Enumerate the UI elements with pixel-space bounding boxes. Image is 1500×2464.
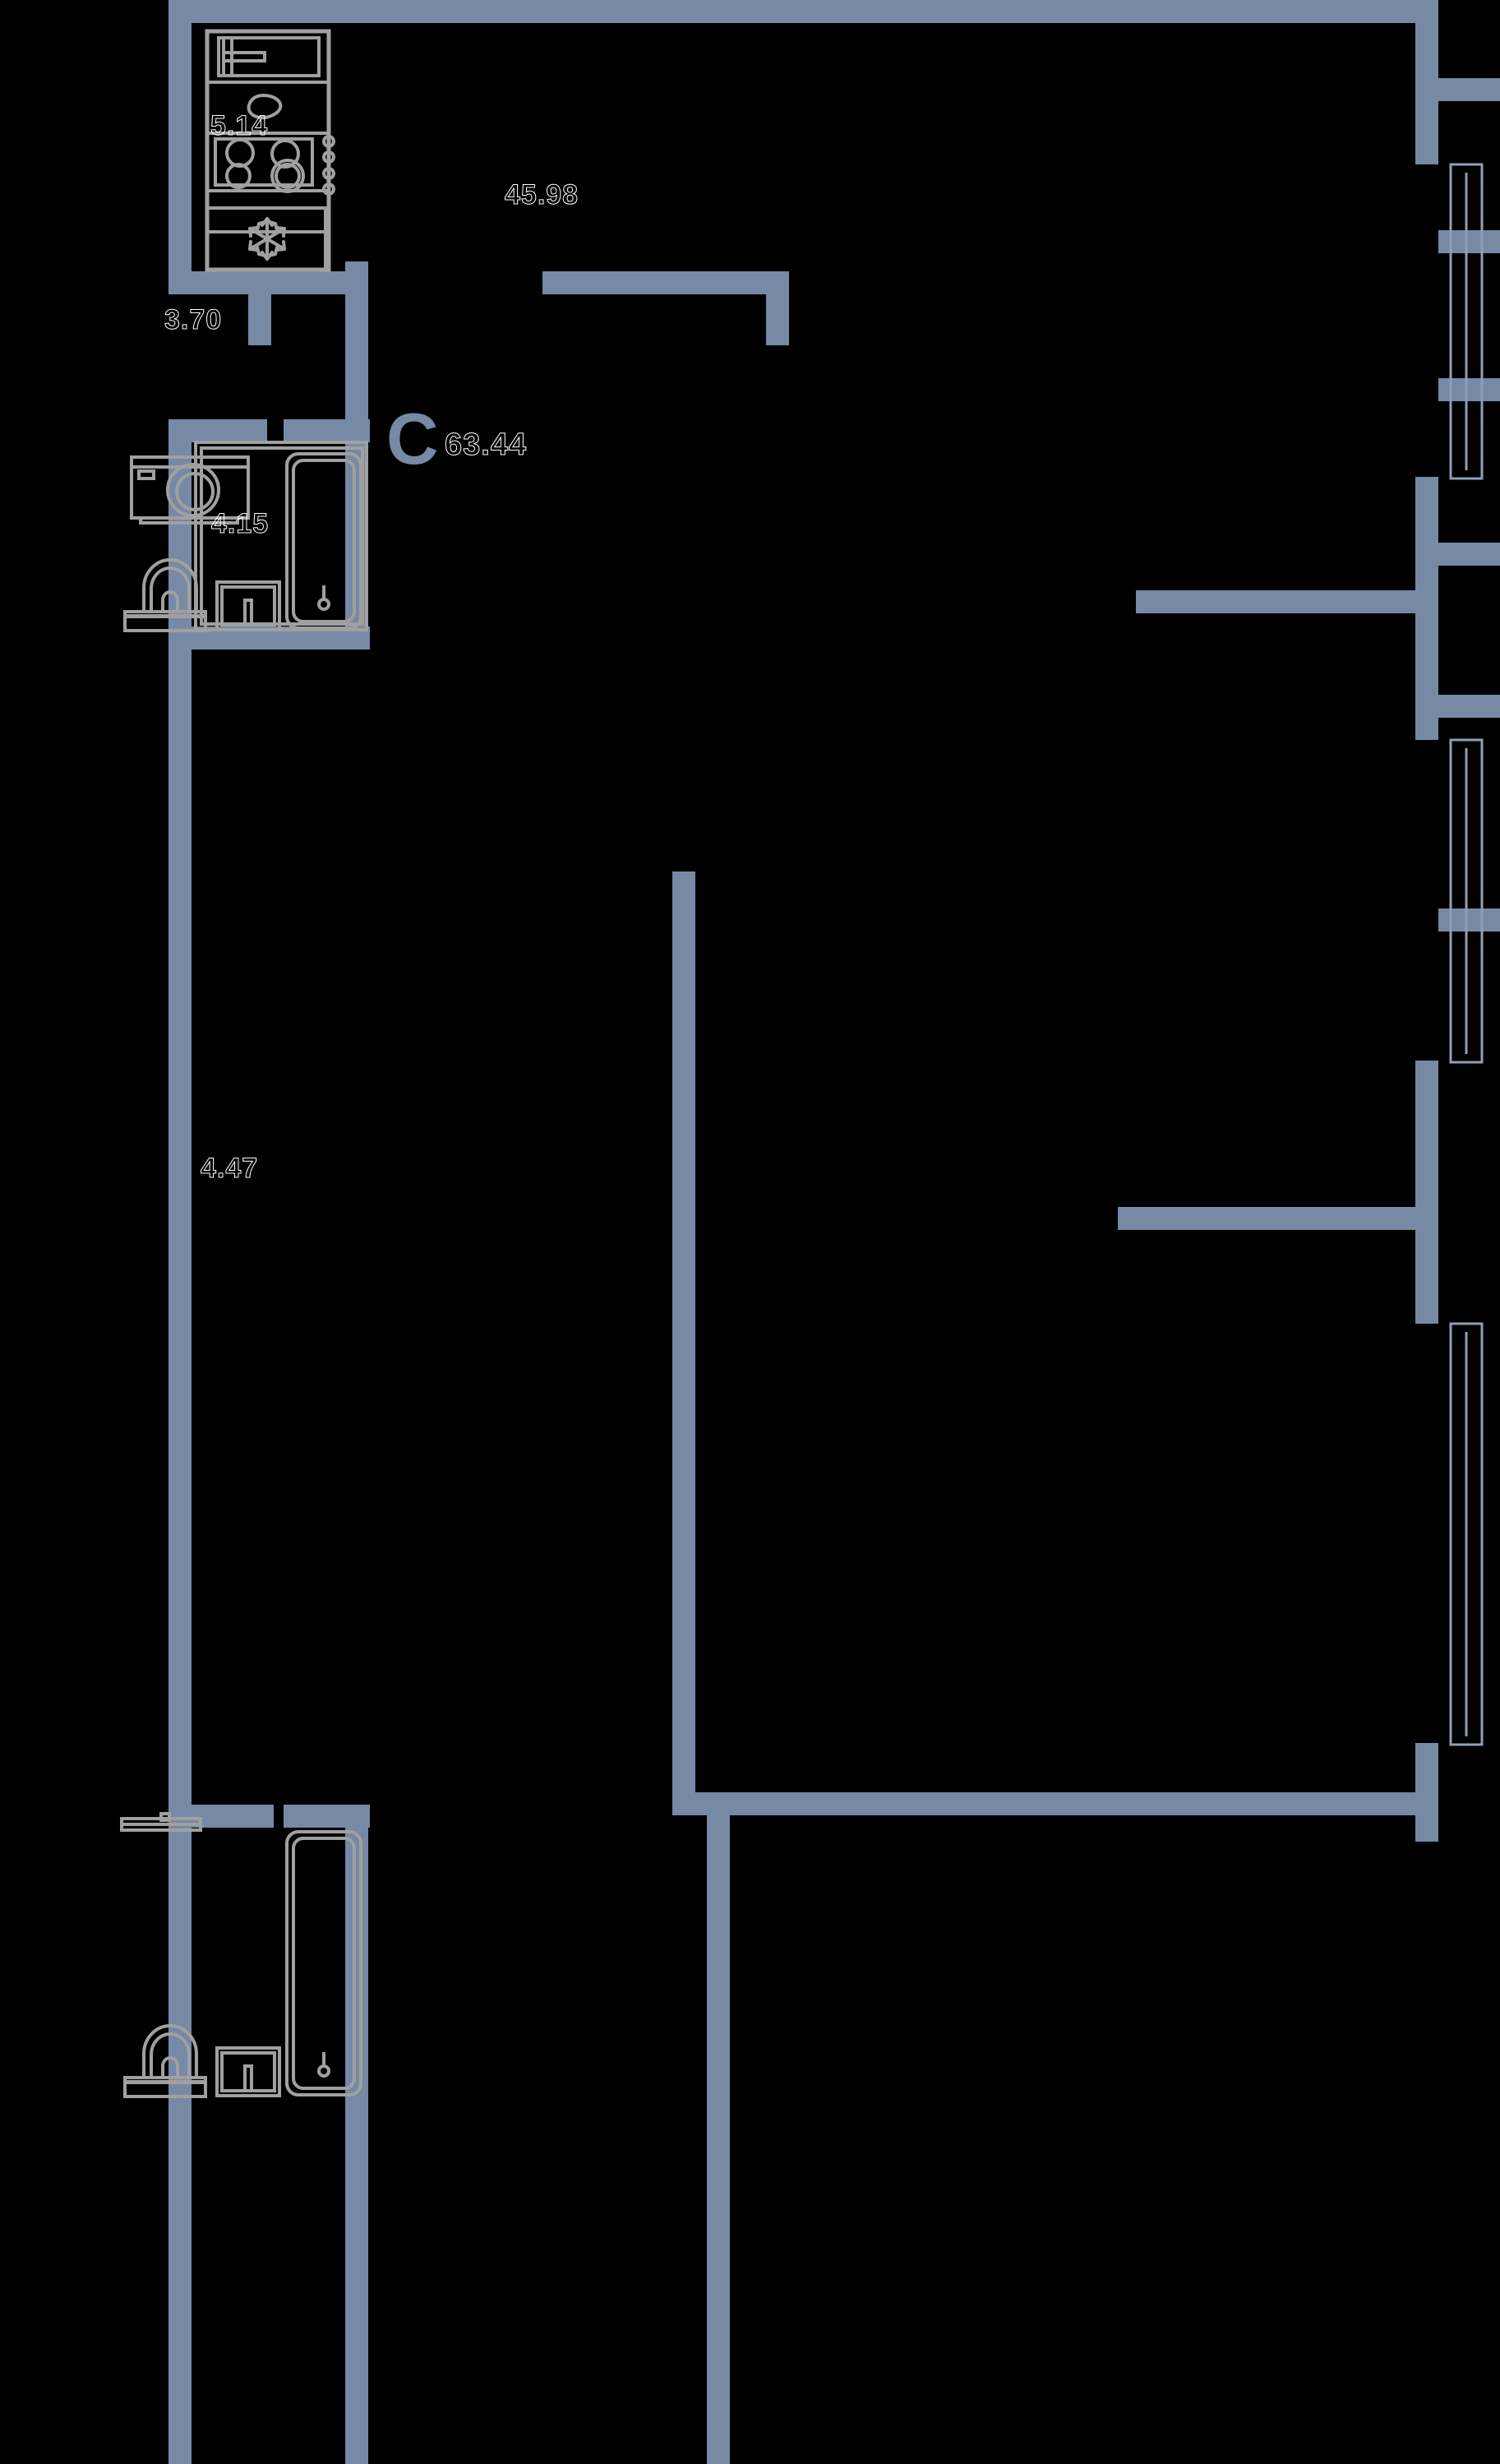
bathtub xyxy=(285,1830,362,2096)
toilet xyxy=(123,558,207,632)
brand-logo-c: C xyxy=(386,398,439,479)
window-right-2 xyxy=(1449,738,1484,1064)
bathroom-lower-fixtures xyxy=(120,1812,362,2098)
wall-right-corner-1 xyxy=(1438,78,1500,101)
wall-kitchen-bottom xyxy=(192,271,368,294)
wall-right-outer-1 xyxy=(1415,0,1438,164)
wall-right-outer-2 xyxy=(1415,477,1438,740)
kitchen-fixtures xyxy=(205,29,335,272)
wall-left-bottom xyxy=(168,1805,192,2464)
towel-rail xyxy=(120,1812,202,1832)
snowflake-icon xyxy=(248,217,286,261)
wall-left-main xyxy=(168,626,192,1827)
kitchen-hob xyxy=(205,132,335,196)
wall-partition-center xyxy=(672,871,695,1801)
wall-right-stub-2 xyxy=(1118,1207,1438,1230)
wall-right-outer-4 xyxy=(1415,1743,1438,1842)
wall-mid-horizontal xyxy=(672,1792,1428,1815)
toilet xyxy=(123,2024,207,2098)
wall-right-corner-6 xyxy=(1438,908,1500,932)
wall-top xyxy=(168,0,1438,23)
wall-right-corner-4 xyxy=(1438,543,1500,566)
kitchen-worktop xyxy=(205,81,330,135)
wall-hall-right-top xyxy=(542,271,789,294)
washing-machine xyxy=(130,455,250,525)
wall-right-outer-3 xyxy=(1415,1061,1438,1324)
wall-lower-right-vert xyxy=(707,1815,730,2464)
wall-bath-lower-right xyxy=(345,1805,368,2464)
kitchen-sink xyxy=(205,30,330,84)
wall-right-corner-5 xyxy=(1438,695,1500,718)
wall-bath-upper-top-left xyxy=(168,419,267,442)
window-right-1 xyxy=(1449,163,1484,480)
bathroom-sink xyxy=(215,580,281,631)
wall-right-corner-3 xyxy=(1438,378,1500,401)
refrigerator xyxy=(205,206,330,271)
window-right-3 xyxy=(1449,1322,1484,1746)
wall-bath-lower-top-left xyxy=(192,1805,274,1828)
wall-right-corner-2 xyxy=(1438,230,1500,253)
windows-layer xyxy=(1449,163,1484,1746)
wall-left-upper xyxy=(168,0,192,284)
walls-layer xyxy=(168,0,1500,2464)
bathroom-upper-fixtures xyxy=(123,441,368,632)
bathtub xyxy=(285,452,362,630)
wall-hall-right-vert xyxy=(766,271,789,345)
bathroom-sink xyxy=(215,2046,281,2097)
wall-right-stub-1 xyxy=(1136,590,1438,613)
